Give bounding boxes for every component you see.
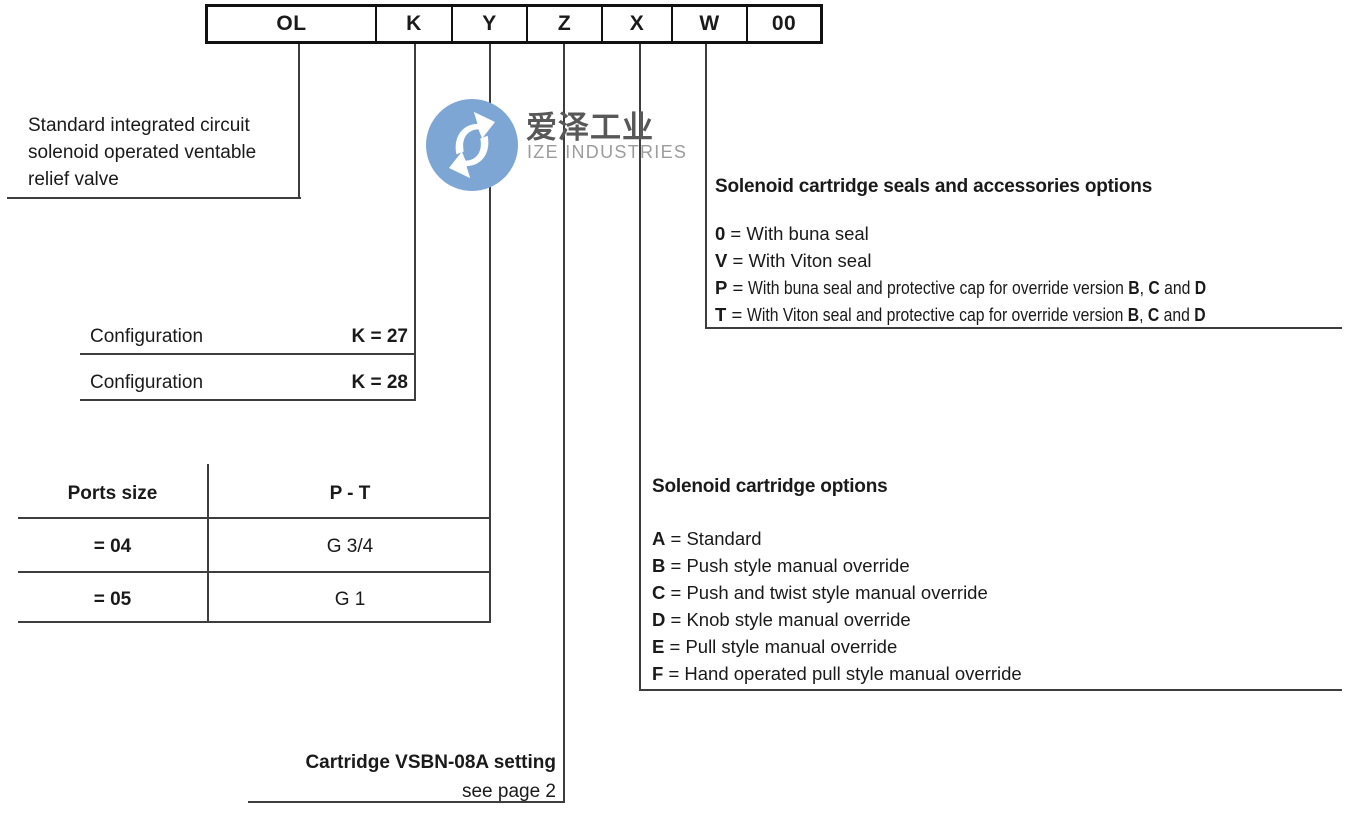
leader-line-w: [705, 44, 707, 329]
ports-table-header-rule: [18, 517, 491, 519]
cartridge-setting-subtitle: see page 2: [461, 781, 556, 802]
cartridge-option-text: Knob style manual override: [686, 609, 911, 630]
model-code-bar: OL K Y Z X W 00: [205, 4, 823, 44]
seal-option-text: With Viton seal: [748, 250, 872, 271]
code-segment-00: 00: [746, 7, 820, 41]
cartridge-option-f: F = Hand operated pull style manual over…: [652, 663, 1022, 684]
cartridge-option-text: Push style manual override: [686, 555, 910, 576]
valve-description-line1: Standard integrated circuit: [28, 115, 250, 136]
seal-option-separator: =: [727, 277, 749, 298]
leader-line-ol: [298, 44, 300, 199]
seal-option-0: 0 = With buna seal: [715, 220, 1287, 247]
seal-option-key: T: [715, 304, 727, 325]
ports-table-header-size: Ports size: [67, 483, 158, 504]
underline-configuration-1: [80, 353, 416, 355]
underline-cartridge-setting: [248, 801, 565, 803]
configuration-row-1: Configuration K = 27: [90, 326, 408, 348]
cartridge-option-text: Standard: [686, 528, 762, 549]
code-segment-z: Z: [526, 7, 601, 41]
code-segment-w: W: [671, 7, 746, 41]
cartridge-setting-title: Cartridge VSBN-08A setting: [305, 752, 556, 773]
configuration-row-2: Configuration K = 28: [90, 372, 408, 394]
ports-table-size-05: = 05: [93, 589, 132, 610]
leader-line-y: [489, 44, 491, 623]
code-segment-ol: OL: [276, 12, 307, 35]
leader-line-x: [639, 44, 641, 691]
seal-option-t: T = With Viton seal and protective cap f…: [715, 301, 1287, 328]
code-segment-k: K: [375, 7, 451, 41]
cartridge-option-text: Pull style manual override: [685, 636, 898, 657]
code-segment-y: Y: [451, 7, 526, 41]
underline-description: [7, 197, 301, 199]
ports-table-pt-04: G 3/4: [326, 536, 374, 557]
configuration-label: Configuration: [90, 326, 204, 347]
ports-table-row2-rule: [18, 621, 491, 623]
seal-option-key: P: [715, 277, 728, 298]
cartridge-option-text: Hand operated pull style manual override: [684, 663, 1022, 684]
seals-options-title: Solenoid cartridge seals and accessories…: [715, 176, 1153, 197]
cartridge-setting-block: Cartridge VSBN-08A setting see page 2: [250, 752, 556, 803]
leader-line-k: [414, 44, 416, 401]
cartridge-option-key: B: [652, 555, 666, 576]
cartridge-option-c: C = Push and twist style manual override: [652, 582, 988, 603]
configuration-value: K = 27: [351, 326, 408, 347]
underline-cartridge-options: [639, 689, 1342, 691]
ize-logo-latin-text: IZE INDUSTRIES: [527, 142, 688, 162]
ports-table-header-pt: P - T: [329, 483, 371, 504]
cartridge-option-key: D: [652, 609, 666, 630]
cartridge-option-key: E: [652, 636, 665, 657]
configuration-label: Configuration: [90, 372, 204, 393]
seal-option-v: V = With Viton seal: [715, 247, 1287, 274]
seals-options-list: 0 = With buna seal V = With Viton seal P…: [715, 220, 1287, 328]
seal-option-separator: =: [725, 223, 747, 244]
cartridge-option-d: D = Knob style manual override: [652, 609, 911, 630]
seal-option-separator: =: [727, 250, 749, 271]
cartridge-option-key: F: [652, 663, 664, 684]
underline-configuration-2: [80, 399, 416, 401]
cartridge-option-key: C: [652, 582, 666, 603]
valve-description-line3: relief valve: [28, 169, 119, 190]
cartridge-options-list: A = Standard B = Push style manual overr…: [652, 525, 1022, 687]
ports-table-size-04: = 04: [93, 536, 132, 557]
valve-description-line2: solenoid operated ventable: [28, 142, 257, 163]
seal-option-separator: =: [726, 304, 748, 325]
ize-logo-icon: [426, 99, 518, 191]
cartridge-option-a: A = Standard: [652, 528, 762, 549]
cartridge-options-title: Solenoid cartridge options: [652, 476, 888, 497]
leader-line-z: [563, 44, 565, 803]
cartridge-option-e: E = Pull style manual override: [652, 636, 898, 657]
seal-option-key: 0: [715, 223, 726, 244]
valve-description: Standard integrated circuit solenoid ope…: [28, 112, 256, 193]
seal-option-p: P = With buna seal and protective cap fo…: [715, 274, 1287, 301]
code-segment-x: X: [601, 7, 671, 41]
seal-option-text: With buna seal: [746, 223, 869, 244]
cartridge-option-key: A: [652, 528, 666, 549]
ize-logo-chinese-text: 爱泽工业: [526, 110, 654, 145]
cartridge-option-text: Push and twist style manual override: [686, 582, 988, 603]
ports-table-pt-05: G 1: [334, 589, 366, 610]
underline-seals-options: [705, 327, 1342, 329]
seal-option-text: With Viton seal and protective cap for o…: [747, 304, 1207, 325]
configuration-value: K = 28: [351, 372, 408, 393]
seal-option-key: V: [715, 250, 728, 271]
cartridge-option-b: B = Push style manual override: [652, 555, 910, 576]
seal-option-text: With buna seal and protective cap for ov…: [748, 277, 1207, 298]
ports-table-column-divider: [207, 464, 209, 623]
ports-table-row1-rule: [18, 571, 491, 573]
